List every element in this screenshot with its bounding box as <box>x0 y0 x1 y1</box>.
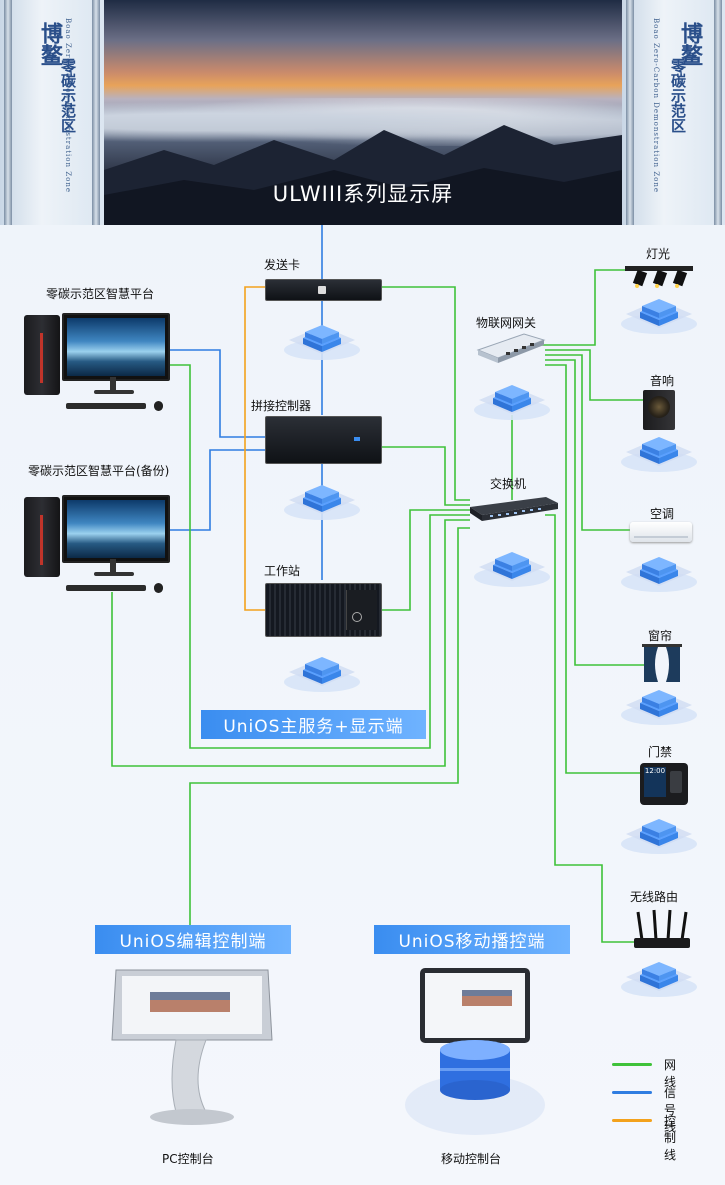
mobile-tablet-icon[interactable] <box>400 960 550 1140</box>
audio-label: 音响 <box>650 374 675 388</box>
ac-label: 空调 <box>650 507 675 521</box>
monitor-base <box>94 572 134 576</box>
cube-stack-icon <box>621 557 697 592</box>
scroll-right-en: Boao Zero-Carbon Demonstration Zone <box>652 18 660 193</box>
keyboard-icon <box>66 403 146 409</box>
pc-console-label: PC控制台 <box>162 1152 214 1166</box>
workstation-device[interactable] <box>265 583 382 637</box>
platform-backup-label: 零碳示范区智慧平台(备份) <box>28 464 170 478</box>
lamp-icon[interactable] <box>625 264 695 294</box>
monitor-icon <box>62 495 170 563</box>
cube-stack-icon <box>284 325 360 360</box>
main-service-tag: UniOS主服务+显示端 <box>201 710 426 739</box>
scroll-left-main: 博鳌 <box>37 22 63 66</box>
splice-controller-device[interactable] <box>265 416 382 464</box>
monitor-stand <box>110 377 116 391</box>
tower-icon <box>24 497 60 577</box>
mouse-icon <box>154 583 163 593</box>
splice-controller-label: 拼接控制器 <box>251 399 312 413</box>
ac-icon[interactable] <box>630 522 692 542</box>
monitor-icon <box>62 313 170 381</box>
curtain-icon[interactable] <box>642 644 682 684</box>
legend-swatch-control <box>612 1119 652 1122</box>
mobile-console-tag: UniOS移动播控端 <box>374 925 570 954</box>
platform-label: 零碳示范区智慧平台 <box>46 287 155 301</box>
scroll-right: 博鳌 Boao Zero-Carbon Demonstration Zone 零… <box>622 0 725 225</box>
router-label: 无线路由 <box>630 890 679 904</box>
monitor-stand <box>110 559 116 573</box>
tower-icon <box>24 315 60 395</box>
cube-stack-icon <box>474 552 550 587</box>
scroll-left: 博鳌 Boao Zero-Carbon Demonstration Zone 零… <box>0 0 104 225</box>
mobile-console-label: 移动控制台 <box>441 1152 502 1166</box>
mouse-icon <box>154 401 163 411</box>
cube-stack-icon <box>621 299 697 334</box>
switch-label: 交换机 <box>490 477 527 491</box>
pc-kiosk-icon[interactable] <box>110 962 275 1137</box>
legend-label-control: 控制线 <box>664 1114 677 1162</box>
cube-stack-icon <box>284 485 360 520</box>
sender-card-label: 发送卡 <box>264 258 301 272</box>
edit-console-tag: UniOS编辑控制端 <box>95 925 291 954</box>
workstation-label: 工作站 <box>264 564 301 578</box>
speaker-icon[interactable] <box>643 390 675 430</box>
legend-label-signal: 信号线 <box>664 1086 677 1134</box>
access-screen: 12:00 <box>644 767 666 797</box>
cube-stack-icon <box>474 385 550 420</box>
cube-stack-icon <box>621 819 697 854</box>
access-panel-icon[interactable]: 12:00 <box>640 763 688 805</box>
scroll-left-en: Boao Zero-Carbon Demonstration Zone <box>64 18 72 193</box>
keyboard-icon <box>66 585 146 591</box>
lighting-label: 灯光 <box>646 247 671 261</box>
cube-stack-icon <box>621 962 697 997</box>
cube-stack-icon <box>621 437 697 472</box>
monitor-base <box>94 390 134 394</box>
curtain-label: 窗帘 <box>648 629 673 643</box>
legend-swatch-signal <box>612 1091 652 1094</box>
iot-gateway-device[interactable] <box>476 332 546 364</box>
cube-stack-icon <box>621 690 697 725</box>
mountain-silhouette <box>104 125 622 225</box>
switch-device[interactable] <box>466 495 560 523</box>
scroll-right-main: 博鳌 <box>677 22 703 66</box>
scroll-left-sub: 零碳示范区 <box>59 58 77 133</box>
banner-title: ULWIII系列显示屏 <box>272 182 454 206</box>
scroll-right-sub: 零碳示范区 <box>669 58 687 133</box>
legend-label-network: 网线 <box>664 1058 677 1089</box>
sender-card-device[interactable] <box>265 279 382 301</box>
cube-stack-icon <box>284 657 360 692</box>
iot-gateway-label: 物联网网关 <box>476 316 537 330</box>
router-icon[interactable] <box>632 908 692 950</box>
legend-swatch-network <box>612 1063 652 1066</box>
access-control-label: 门禁 <box>648 745 673 759</box>
